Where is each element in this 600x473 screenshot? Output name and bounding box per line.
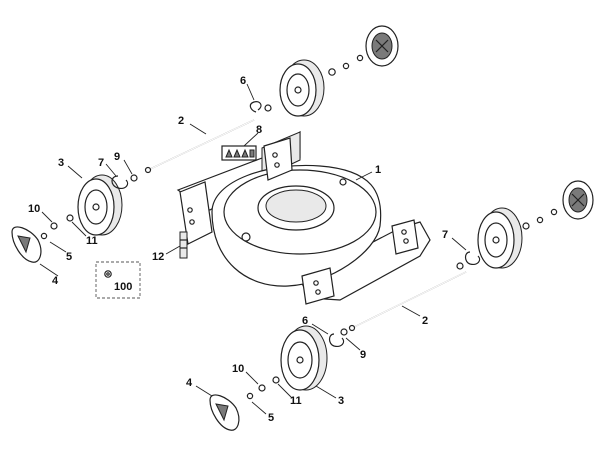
callout-10-left: 10 <box>28 203 40 215</box>
callout-3-lower: 3 <box>338 395 344 407</box>
callout-6-upper: 6 <box>240 75 246 87</box>
clip-icon <box>111 101 481 347</box>
hardware-kit-icon <box>95 261 141 299</box>
callout-12: 12 <box>152 251 164 263</box>
callout-4-left: 4 <box>52 275 59 287</box>
wheel-icon <box>477 207 523 269</box>
callout-5-lower: 5 <box>268 412 274 424</box>
callout-7-right: 7 <box>442 229 448 241</box>
callout-2-upper: 2 <box>178 115 184 127</box>
callout-9-upper: 9 <box>114 151 120 163</box>
leader-lines <box>39 83 467 415</box>
callout-7-left: 7 <box>98 157 104 169</box>
mower-deck-icon <box>176 130 431 305</box>
hubcap-icon <box>11 226 42 263</box>
callout-11-lower: 11 <box>290 395 302 407</box>
hubcap-icon <box>365 25 399 67</box>
callout-100: 100 <box>114 281 132 293</box>
callout-4-lower: 4 <box>186 377 193 389</box>
axle-icon <box>348 271 467 332</box>
callout-labels: 1 2 2 3 3 4 4 5 5 6 6 7 7 8 9 9 10 10 11… <box>28 75 448 424</box>
wheel-icon <box>280 325 328 391</box>
wheel-icon <box>279 59 325 117</box>
callout-9-lower: 9 <box>360 349 366 361</box>
callout-2-lower: 2 <box>422 315 428 327</box>
callout-10-lower: 10 <box>232 363 244 375</box>
callout-8: 8 <box>256 124 262 136</box>
callout-5-left: 5 <box>66 251 72 263</box>
hubcap-icon <box>562 180 594 220</box>
callout-3-left: 3 <box>58 157 64 169</box>
hubcap-icon <box>209 394 240 431</box>
axle-icon <box>144 119 255 174</box>
wheel-icon <box>77 174 123 236</box>
callout-11-left: 11 <box>86 235 98 247</box>
callout-6-lower: 6 <box>302 315 308 327</box>
warning-label-icon <box>221 145 257 161</box>
height-adjuster-icon <box>179 231 188 259</box>
callout-1: 1 <box>375 164 381 176</box>
washer-icon <box>40 54 558 400</box>
